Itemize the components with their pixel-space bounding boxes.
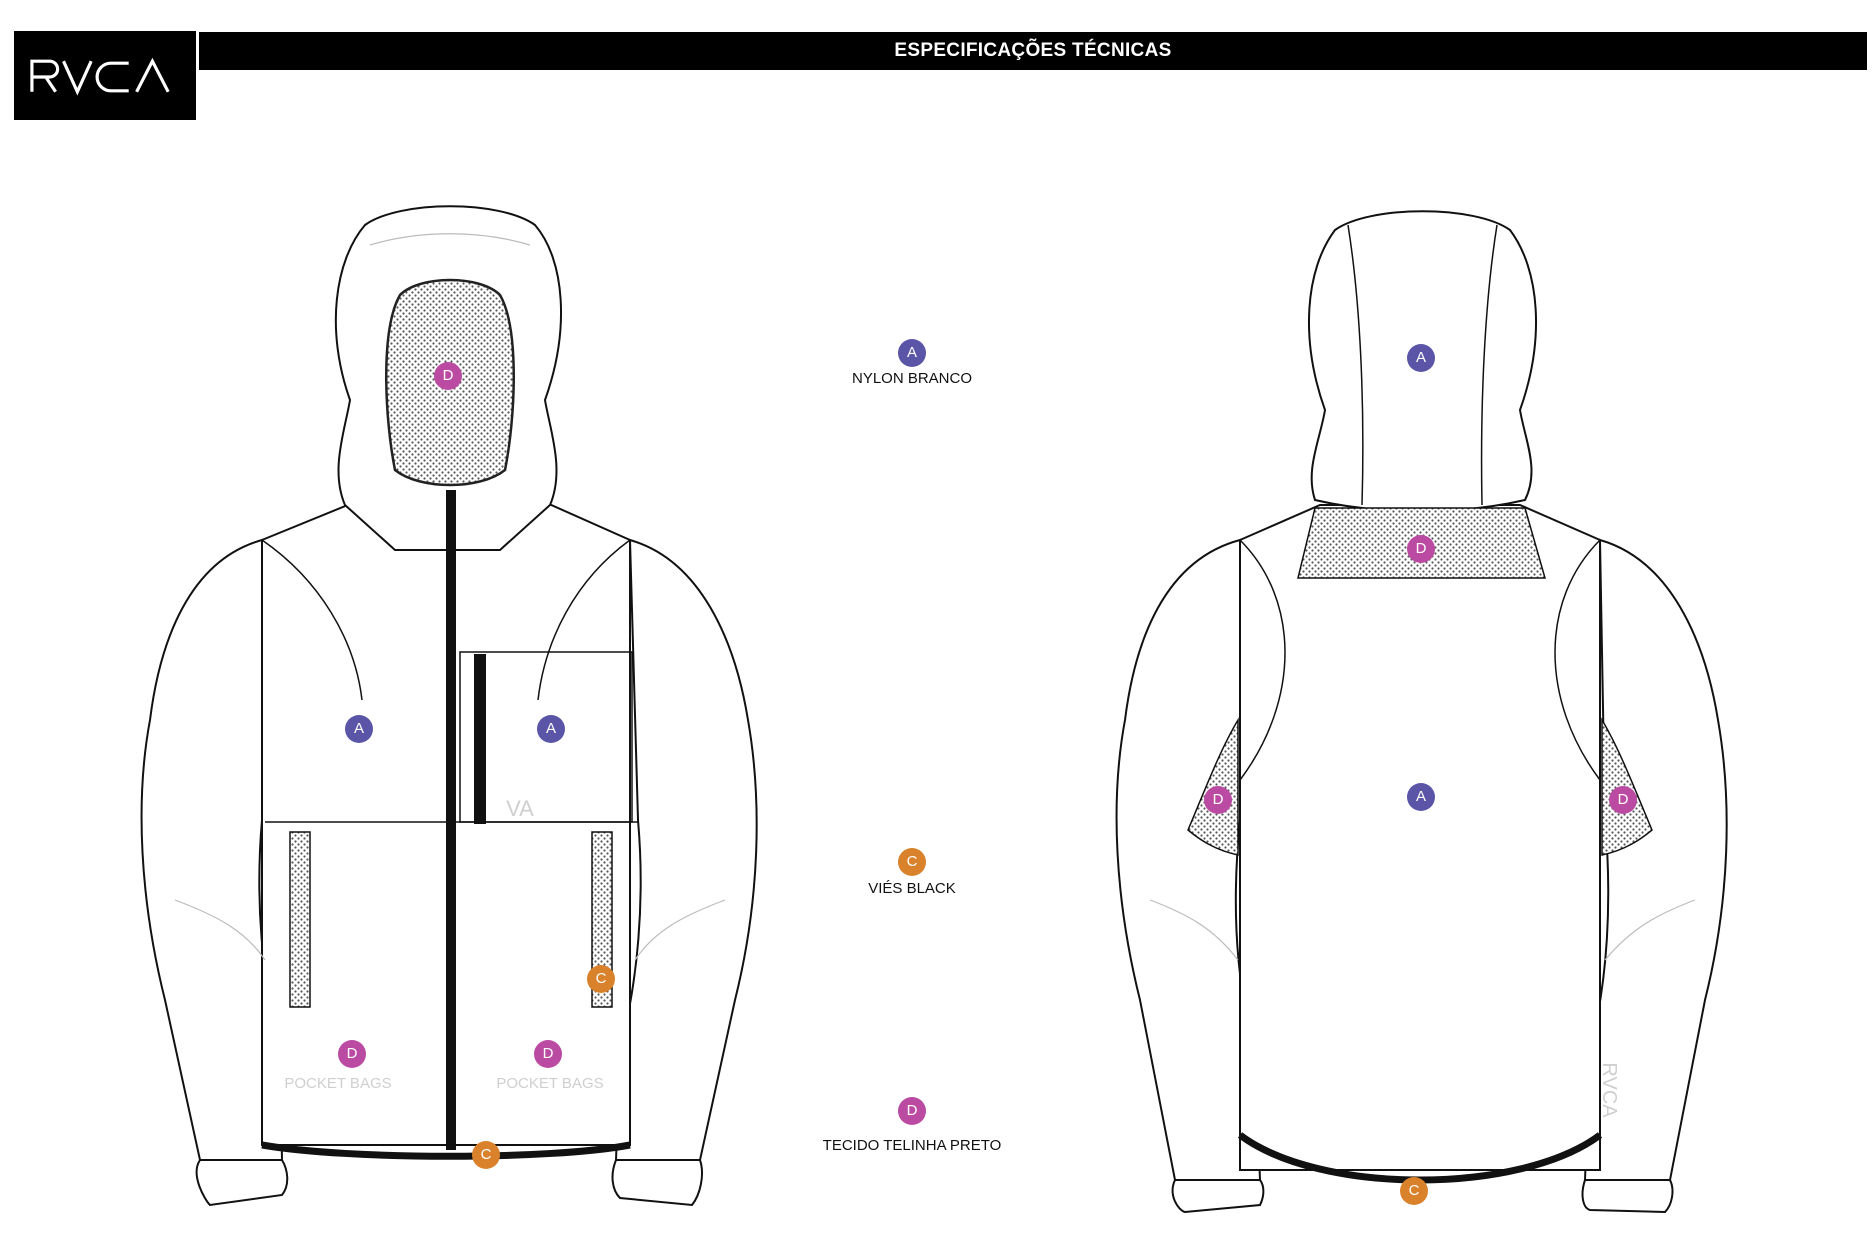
front-hood-marker: D bbox=[434, 362, 462, 390]
front-left-cuff bbox=[195, 1159, 289, 1207]
back-hood-marker: A bbox=[1407, 344, 1435, 372]
front-chest-zip bbox=[474, 654, 486, 824]
back-left-cuff bbox=[1171, 1179, 1265, 1214]
back-hem-marker: C bbox=[1400, 1177, 1428, 1205]
back-body-marker: A bbox=[1407, 783, 1435, 811]
legend-d-label: TECIDO TELINHA PRETO bbox=[822, 1137, 1002, 1154]
back-right-sleeve bbox=[1583, 538, 1728, 1181]
back-left-sleeve bbox=[1115, 538, 1262, 1181]
front-body-right-marker: A bbox=[537, 715, 565, 743]
front-view bbox=[140, 205, 758, 1207]
front-pocket-right-marker: D bbox=[534, 1040, 562, 1068]
front-binding-hem-marker: C bbox=[472, 1141, 500, 1169]
back-yoke-marker: D bbox=[1407, 535, 1435, 563]
front-hem-binding bbox=[261, 1141, 631, 1160]
legend-d-marker: D bbox=[898, 1097, 926, 1125]
front-chest-pocket bbox=[459, 651, 633, 823]
legend-c-label: VIÉS BLACK bbox=[868, 880, 956, 897]
front-pocket-left-marker: D bbox=[338, 1040, 366, 1068]
front-right-cuff bbox=[611, 1159, 703, 1207]
back-side-right-marker: D bbox=[1609, 786, 1637, 814]
page-title: ESPECIFICAÇÕES TÉCNICAS bbox=[199, 32, 1867, 70]
front-binding-pocket-marker: C bbox=[587, 965, 615, 993]
back-sleeve-logo: RVCA bbox=[1598, 1062, 1620, 1118]
legend-a-marker: A bbox=[898, 339, 926, 367]
front-pocket-left-label: POCKET BAGS bbox=[284, 1075, 392, 1092]
back-body bbox=[1239, 504, 1601, 1171]
back-side-left-marker: D bbox=[1204, 786, 1232, 814]
front-pocket-right-label: POCKET BAGS bbox=[496, 1075, 604, 1092]
rvca-logo-mark bbox=[30, 57, 170, 96]
front-right-sleeve bbox=[614, 538, 758, 1161]
legend-a-label: NYLON BRANCO bbox=[851, 370, 973, 387]
back-right-cuff bbox=[1581, 1179, 1674, 1214]
front-center-zipper bbox=[446, 490, 456, 1150]
front-left-pocket-mesh bbox=[289, 831, 311, 1008]
front-chest-logo: VA bbox=[506, 796, 534, 821]
front-left-sleeve bbox=[140, 538, 284, 1161]
legend-c-marker: C bbox=[898, 848, 926, 876]
front-right-pocket-mesh bbox=[591, 831, 613, 1008]
front-body-left-marker: A bbox=[345, 715, 373, 743]
brand-logo bbox=[14, 31, 196, 120]
